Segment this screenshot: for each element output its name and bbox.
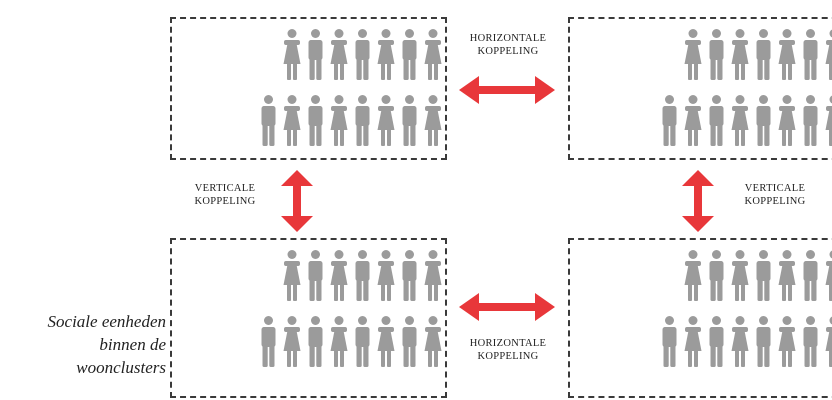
male-person-icon	[757, 250, 771, 301]
male-person-icon	[663, 316, 677, 367]
female-person-icon	[284, 316, 301, 367]
female-person-icon	[732, 316, 749, 367]
horizontal-coupling-label-bottom: HORIZONTALE KOPPELING	[458, 337, 558, 363]
female-person-icon	[779, 316, 796, 367]
male-person-icon	[403, 95, 417, 146]
female-person-icon	[425, 29, 442, 80]
horizontal-double-arrow-top	[457, 72, 557, 108]
female-person-icon	[732, 95, 749, 146]
male-person-icon	[757, 316, 771, 367]
female-person-icon	[331, 29, 348, 80]
male-person-icon	[262, 316, 276, 367]
male-person-icon	[710, 29, 724, 80]
male-person-icon	[804, 250, 818, 301]
female-person-icon	[779, 95, 796, 146]
male-person-icon	[356, 95, 370, 146]
male-person-icon	[403, 29, 417, 80]
female-person-icon	[331, 250, 348, 301]
vertical-coupling-label-right: VERTICALE KOPPELING	[730, 182, 820, 208]
female-person-icon	[732, 250, 749, 301]
male-person-icon	[757, 29, 771, 80]
female-person-icon	[284, 250, 301, 301]
people-group	[570, 240, 832, 400]
female-person-icon	[425, 250, 442, 301]
female-person-icon	[779, 29, 796, 80]
female-person-icon	[826, 316, 832, 367]
male-person-icon	[403, 250, 417, 301]
male-person-icon	[804, 316, 818, 367]
male-person-icon	[309, 316, 323, 367]
male-person-icon	[757, 95, 771, 146]
male-person-icon	[710, 250, 724, 301]
female-person-icon	[826, 29, 832, 80]
male-person-icon	[804, 29, 818, 80]
female-person-icon	[331, 95, 348, 146]
female-person-icon	[284, 29, 301, 80]
male-person-icon	[262, 95, 276, 146]
housing-cluster-top-right	[568, 17, 832, 160]
female-person-icon	[378, 250, 395, 301]
social-units-caption: Sociale eenheden binnen de woonclusters	[48, 310, 166, 379]
male-person-icon	[663, 95, 677, 146]
male-person-icon	[309, 95, 323, 146]
female-person-icon	[779, 250, 796, 301]
female-person-icon	[331, 316, 348, 367]
male-person-icon	[309, 29, 323, 80]
male-person-icon	[309, 250, 323, 301]
housing-cluster-bottom-left	[170, 238, 447, 398]
female-person-icon	[826, 95, 832, 146]
people-group	[570, 19, 832, 162]
male-person-icon	[356, 250, 370, 301]
people-group	[172, 240, 449, 400]
vertical-double-arrow-right	[680, 170, 716, 232]
female-person-icon	[826, 250, 832, 301]
female-person-icon	[685, 250, 702, 301]
male-person-icon	[403, 316, 417, 367]
female-person-icon	[732, 29, 749, 80]
vertical-coupling-label-left: VERTICALE KOPPELING	[180, 182, 270, 208]
female-person-icon	[685, 316, 702, 367]
female-person-icon	[425, 95, 442, 146]
male-person-icon	[710, 316, 724, 367]
male-person-icon	[804, 95, 818, 146]
male-person-icon	[710, 95, 724, 146]
male-person-icon	[356, 29, 370, 80]
female-person-icon	[378, 29, 395, 80]
vertical-double-arrow-left	[279, 170, 315, 232]
female-person-icon	[284, 95, 301, 146]
female-person-icon	[378, 316, 395, 367]
people-group	[172, 19, 449, 162]
housing-cluster-bottom-right	[568, 238, 832, 398]
female-person-icon	[685, 95, 702, 146]
diagram-canvas: HORIZONTALE KOPPELING HORIZONTALE KOPPEL…	[0, 0, 832, 380]
housing-cluster-top-left	[170, 17, 447, 160]
female-person-icon	[378, 95, 395, 146]
horizontal-coupling-label-top: HORIZONTALE KOPPELING	[458, 32, 558, 58]
male-person-icon	[356, 316, 370, 367]
horizontal-double-arrow-bottom	[457, 289, 557, 325]
female-person-icon	[685, 29, 702, 80]
female-person-icon	[425, 316, 442, 367]
